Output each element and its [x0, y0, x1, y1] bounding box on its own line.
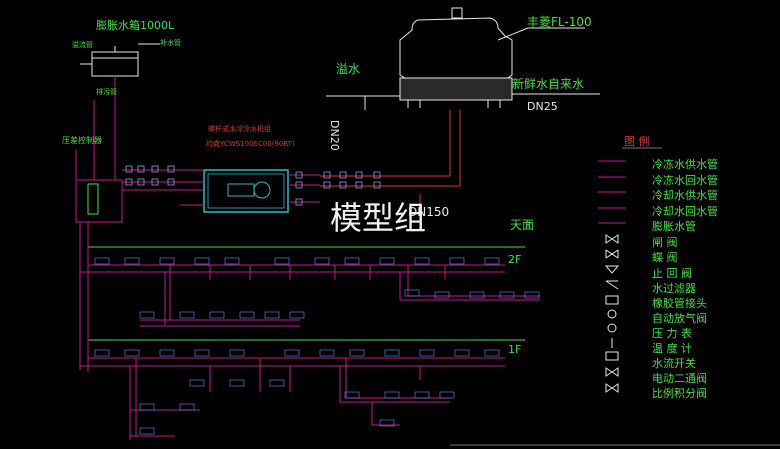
legend-label: 自动放气阀	[652, 312, 707, 325]
legend-item: 自动放气阀	[600, 309, 770, 325]
legend-title: 图 例	[624, 135, 650, 148]
legend-symbols	[598, 160, 626, 393]
tower-leader	[497, 27, 529, 41]
legend-label: 水流开关	[652, 357, 696, 370]
differential-controller	[75, 150, 205, 223]
legend-item: 冷却水供水管	[600, 186, 770, 202]
legend-item: 止 回 阀	[600, 264, 770, 280]
legend-label: 膨胀水管	[652, 220, 696, 233]
watermark: 模型组	[330, 199, 427, 237]
tank-title: 膨胀水箱1000L	[96, 19, 175, 32]
tower-freshwater-label: 新鲜水自来水	[512, 77, 585, 91]
legend-item: 冷却水回水管	[600, 202, 770, 218]
floor-label-2f: 2F	[508, 253, 522, 266]
legend-item: 膨胀水管	[600, 217, 770, 233]
legend-label: 冷冻水供水管	[652, 158, 718, 171]
legend-label: 水过滤器	[652, 282, 696, 295]
legend-label: 冷却水供水管	[652, 189, 718, 202]
cooling-tower	[399, 7, 513, 108]
legend-frame	[450, 147, 780, 446]
tower-dn25-label: DN25	[527, 100, 558, 113]
chiller-name: 螺杆式水冷冷水机组	[208, 125, 271, 133]
legend-label: 电动二通阀	[652, 372, 707, 385]
tower-dn20-label: DN20	[328, 120, 341, 151]
legend-item: 温 度 计	[600, 339, 770, 355]
tank-drain-label: 排污管	[96, 88, 117, 96]
legend-label: 蝶 阀	[652, 251, 678, 264]
legend-item: 水过滤器	[600, 279, 770, 295]
tower-overflow-label: 溢水	[336, 62, 361, 76]
legend-item: 橡胶管接头	[600, 294, 770, 310]
tower-model: 丰菱FL-100	[527, 15, 592, 29]
condenser-pipes	[320, 110, 461, 212]
legend-label: 橡胶管接头	[652, 297, 707, 310]
legend-label: 比例积分阀	[652, 387, 707, 400]
2f-branches	[80, 264, 540, 327]
legend-item: 压 力 表	[600, 324, 770, 340]
legend-label: 冷却水回水管	[652, 205, 718, 218]
legend-item: 冷冻水供水管	[600, 155, 770, 171]
chiller-pipes	[122, 169, 320, 206]
floor-label-1f: 1F	[508, 343, 522, 356]
legend-label: 温 度 计	[652, 342, 692, 355]
floor-label-roof: 天面	[510, 218, 535, 232]
fan-coil-units	[94, 257, 540, 435]
legend-label: 冷冻水回水管	[652, 174, 718, 187]
legend-item: 闸 阀	[600, 233, 770, 249]
legend-item: 水流开关	[600, 354, 770, 370]
tank-overflow-label: 溢流管	[72, 41, 93, 49]
legend-label: 闸 阀	[652, 236, 678, 249]
chiller-unit	[203, 169, 289, 213]
legend-label: 止 回 阀	[652, 267, 692, 280]
legend-label: 压 力 表	[652, 327, 692, 340]
expansion-tank	[80, 43, 160, 92]
chiller-model: 约克YCWS100SC00(90RT)	[206, 140, 295, 148]
valve-symbols	[125, 165, 381, 206]
legend-item: 蝶 阀	[600, 248, 770, 264]
tank-makeup-label: 补水管	[160, 39, 181, 47]
legend-item: 比例积分阀	[600, 384, 770, 400]
dn150-label: DN150	[408, 205, 450, 219]
differential-controller-label: 压差控制器	[62, 136, 102, 145]
legend-item: 电动二通阀	[600, 369, 770, 385]
legend-item: 冷冻水回水管	[600, 171, 770, 187]
riser-pipes	[79, 222, 89, 372]
